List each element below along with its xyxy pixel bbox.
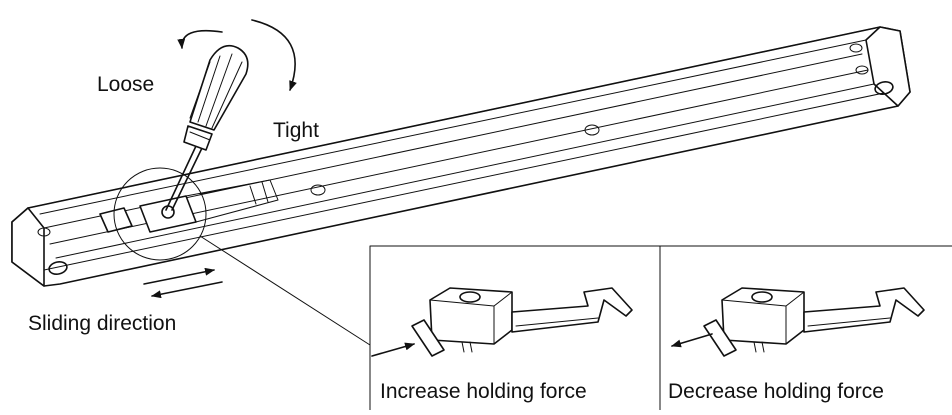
rail-right-inner-hole-2 (855, 65, 869, 75)
clip-notch-increase (461, 341, 473, 353)
detail-panels: Increase holding force Decrease holding … (369, 245, 952, 411)
screwdriver-shaft (165, 145, 197, 211)
clip-spring-arm-increase (511, 287, 633, 333)
rail-right-hole (874, 81, 894, 95)
leader-line (199, 235, 371, 346)
clip-detail-decrease (671, 287, 925, 357)
rail-mid-hole-2 (310, 184, 326, 196)
slide-arrow-forward (143, 267, 215, 285)
screwdriver-handle-ridge-1 (197, 55, 221, 123)
clip-body-decrease (721, 287, 805, 345)
label-sliding-direction: Sliding direction (28, 312, 176, 335)
panel-frame (369, 245, 952, 411)
rail-left-endcap (11, 207, 45, 287)
label-loose: Loose (97, 73, 154, 96)
clip-detail-increase (371, 287, 633, 357)
clip-tab-decrease (703, 319, 737, 357)
rail-left-hole (48, 261, 68, 275)
rail-mid-hole (584, 124, 600, 136)
clip-tab-increase (411, 319, 445, 357)
screwdriver-shaft-2 (171, 147, 203, 211)
screwdriver-handle-ridge-3 (211, 61, 243, 129)
label-increase-holding-force: Increase holding force (380, 380, 587, 403)
slide-arrow-back (151, 281, 223, 299)
slider-block-left (99, 207, 133, 233)
rail-track (11, 26, 911, 287)
slider-arm-2 (249, 185, 257, 205)
rail-left-inner-hole (37, 227, 51, 237)
rail-inner-floor-2 (55, 83, 875, 259)
arrow-increase (371, 342, 415, 357)
rail-right-inner-hole-1 (849, 43, 863, 53)
rotation-arrow-right (251, 19, 297, 91)
slider-arm-3 (261, 181, 269, 203)
rotation-arrow-left (177, 29, 223, 49)
double-arrow-icon (143, 267, 223, 299)
rail-top-rim (27, 26, 881, 209)
screwdriver-handle (189, 44, 249, 131)
clip-spring-arm-decrease (803, 287, 925, 333)
clip-spring-inner-increase (515, 317, 599, 327)
clip-spring-inner-decrease (807, 317, 891, 327)
arrow-decrease (671, 333, 713, 348)
clip-hole-increase (459, 291, 481, 303)
label-tight: Tight (273, 119, 319, 142)
screwdriver-handle-ridge-2 (205, 53, 233, 127)
clip-notch-decrease (753, 341, 765, 353)
clip-hole-decrease (751, 291, 773, 303)
screwdriver-icon (165, 44, 249, 211)
screwdriver-ferrule-band (189, 131, 211, 141)
screwdriver-handle-ridge-4 (189, 61, 211, 119)
screwdriver-ferrule (183, 125, 213, 151)
label-decrease-holding-force: Decrease holding force (668, 380, 884, 403)
detail-magnifier-circle (113, 167, 207, 261)
clip-body-increase (429, 287, 513, 345)
rail-bottom-edge (43, 89, 899, 271)
slider-arm-4 (199, 183, 251, 195)
rotation-arrow-icon (177, 19, 297, 91)
